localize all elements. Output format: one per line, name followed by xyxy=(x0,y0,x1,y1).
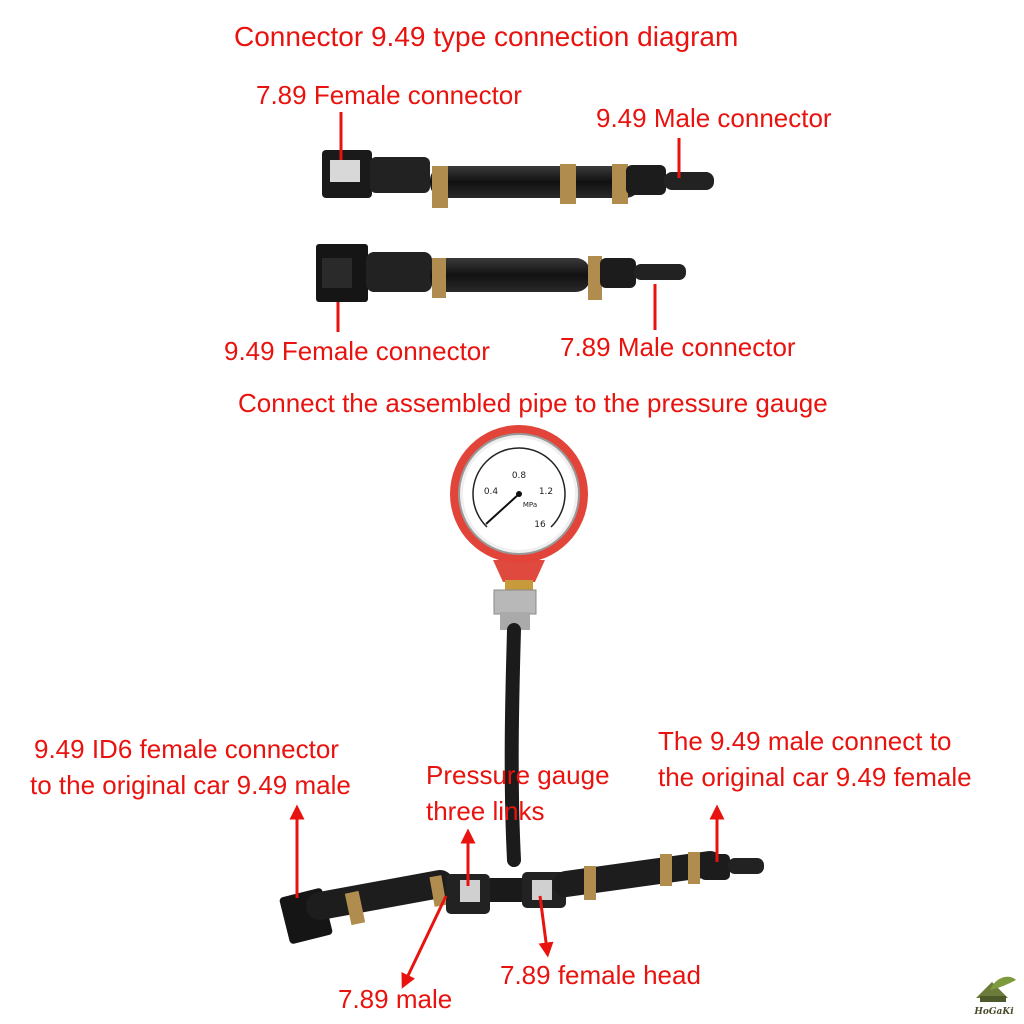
top-hose xyxy=(430,166,640,198)
label-789-female-head: 7.89 female head xyxy=(500,960,701,990)
label-male-connect-line2: the original car 9.49 female xyxy=(658,762,972,792)
assembly-title: Connect the assembled pipe to the pressu… xyxy=(238,388,828,418)
gauge-unit: MPa xyxy=(523,501,537,509)
middle-hose-assembly xyxy=(316,244,686,302)
gauge-tick-04: 0.4 xyxy=(484,487,499,497)
gauge-needle xyxy=(485,493,520,525)
label-789-male: 7.89 male xyxy=(338,984,453,1014)
gauge-tick-08: 0.8 xyxy=(512,471,527,481)
female-789-latch xyxy=(330,160,360,182)
arrow-789-female-head xyxy=(538,895,554,958)
logo-text: HoGaKi xyxy=(974,1007,1014,1017)
gauge-hose xyxy=(504,623,521,867)
top-hose-assembly xyxy=(322,150,714,208)
label-789-female-connector: 7.89 Female connector xyxy=(256,80,522,110)
label-789-male-connector: 7.89 Male connector xyxy=(560,332,796,362)
label-id6-line2: to the original car 9.49 male xyxy=(30,770,351,800)
male-949-end-shape xyxy=(728,858,764,874)
label-id6-line1: 9.49 ID6 female connector xyxy=(34,734,339,764)
label-gauge-tee-line2: three links xyxy=(426,796,545,826)
label-949-male-connector: 9.49 Male connector xyxy=(596,103,832,133)
middle-hose xyxy=(430,258,590,292)
gauge-tick-12: 1.2 xyxy=(539,487,553,497)
pressure-gauge: 0.8 0.4 1.2 16 MPa xyxy=(450,425,588,630)
main-title: Connector 9.49 type connection diagram xyxy=(234,21,739,52)
label-gauge-tee-line1: Pressure gauge xyxy=(426,760,610,790)
gauge-brass-fitting xyxy=(493,589,537,615)
male-949-connector-shape xyxy=(664,172,714,190)
arrow-789-male xyxy=(401,895,448,989)
hogaki-logo xyxy=(976,976,1016,1002)
label-male-connect-line1: The 9.49 male connect to xyxy=(658,726,952,756)
bottom-hose-assembly xyxy=(279,851,764,944)
gauge-tick-16: 16 xyxy=(534,520,546,530)
male-789-connector-shape xyxy=(634,264,686,280)
bottom-left-hose xyxy=(306,870,454,920)
label-949-female-connector: 9.49 Female connector xyxy=(224,336,490,366)
